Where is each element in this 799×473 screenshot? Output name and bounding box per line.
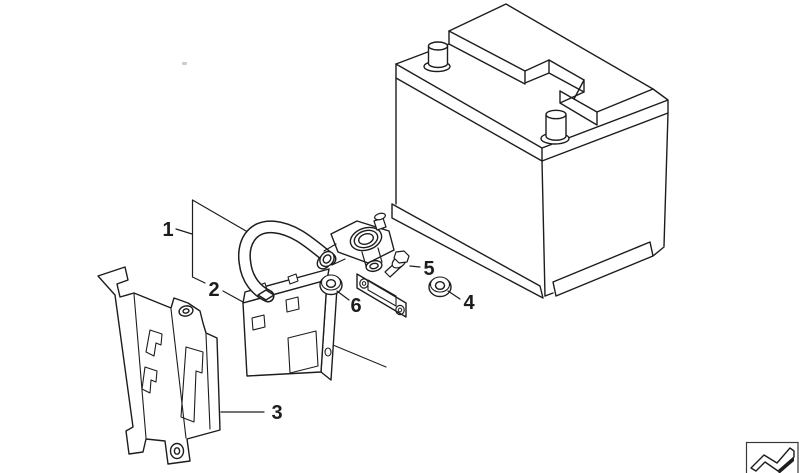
- cable-box-fitting: [257, 289, 275, 301]
- washer6-hole: [325, 279, 337, 289]
- mounting-bracket-drawing: [97, 266, 221, 465]
- callout-labels: 1 2 3 4 5 6: [162, 219, 475, 424]
- bracket-tab-hole-inner: [173, 447, 181, 455]
- fuse-box-drawing: [242, 268, 338, 381]
- box-label-recess: [287, 330, 319, 374]
- terminal-clamp-drawing: [319, 212, 395, 273]
- leader-4: [447, 290, 461, 300]
- clamp-left-barrel: [319, 250, 335, 268]
- callout-label-4: 4: [463, 292, 475, 314]
- callout-label-1: 1: [162, 219, 173, 241]
- battery-lid-notch-edge: [559, 90, 575, 100]
- callout-label-5: 5: [423, 258, 434, 280]
- callout-label-3: 3: [271, 402, 282, 424]
- leader-1: [175, 199, 247, 284]
- box-front-face: [242, 279, 328, 377]
- bracket-tab-hole: [169, 442, 185, 460]
- bracket-slot-a: [145, 329, 163, 357]
- battery-post-negative: [423, 41, 451, 73]
- clamp-front-barrel: [365, 259, 383, 273]
- plate-boss: [367, 279, 397, 307]
- washer4-hole: [434, 281, 446, 291]
- clamp-front-barrel-bore: [369, 262, 379, 270]
- leader-6: [336, 290, 350, 301]
- battery-rail-right: [552, 241, 665, 297]
- washer-part-6-drawing: [319, 274, 343, 296]
- battery-lid-top: [448, 3, 654, 113]
- clamp-front-barrel-lines: [361, 247, 383, 267]
- battery-drawing: [391, 3, 669, 299]
- callout-leader-lines: [175, 199, 461, 413]
- plate-hole-left: [359, 278, 369, 289]
- plate-hole-left-inner: [361, 281, 367, 286]
- bracket-slot-c: [180, 346, 204, 423]
- callout-label-6: 6: [350, 295, 361, 317]
- box-tab-2: [287, 273, 299, 285]
- plate-hole-right: [395, 304, 405, 316]
- clamp-pinch-bolt-head: [374, 212, 386, 221]
- leader-5: [409, 265, 421, 268]
- clamp-left-barrel-lines: [323, 243, 346, 266]
- bracket-slot-b: [141, 366, 158, 394]
- callout-label-2: 2: [208, 279, 219, 301]
- plate-outline: [356, 273, 407, 318]
- clamp-left-barrel-bore: [322, 254, 332, 264]
- logo-box: [745, 441, 799, 473]
- clamp-post-hole: [358, 233, 374, 245]
- ribbon-3d-brand-mark-icon: [750, 447, 795, 472]
- washer-part-4-drawing: [428, 276, 452, 298]
- ribbon-fold-line: [789, 447, 795, 452]
- battery-post-positive: [540, 109, 570, 145]
- leader-2: [222, 290, 244, 303]
- connector-plate-drawing: [356, 273, 407, 318]
- plate-hole-right-inner: [397, 307, 403, 313]
- bracket-ear-hole: [178, 305, 194, 317]
- box-side-hole: [324, 347, 332, 357]
- bolt-part-drawing: [384, 250, 410, 278]
- bracket-creases: [133, 293, 211, 439]
- battery-rail-left: [391, 203, 554, 299]
- battery-body-edges: [395, 77, 669, 297]
- bracket-outline: [97, 266, 221, 465]
- cable-core: [239, 221, 335, 301]
- scan-artifact-dot: [182, 62, 187, 65]
- box-connector-1: [251, 314, 266, 331]
- washer6-top: [320, 274, 342, 291]
- box-connector-2: [285, 296, 300, 313]
- bolt-head: [393, 250, 410, 264]
- washer4-top: [429, 276, 451, 293]
- assembly-reference-line: [332, 344, 387, 368]
- bracket-ear-hole-inner: [182, 308, 190, 314]
